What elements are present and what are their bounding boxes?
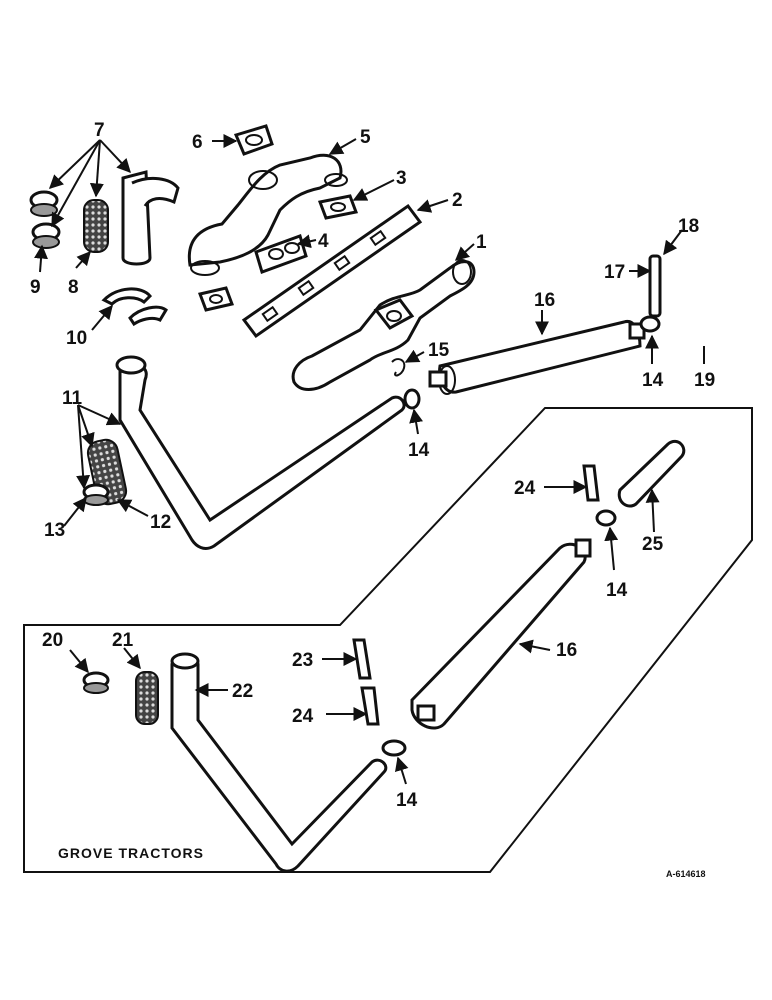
part-16-muffler-top — [428, 319, 646, 395]
callout-18: 18 — [678, 216, 699, 237]
part-8-screen — [83, 199, 109, 253]
callout-20: 20 — [42, 630, 63, 651]
callout-24-a: 24 — [514, 478, 536, 499]
inset-border — [23, 407, 753, 873]
callout-13: 13 — [44, 520, 65, 541]
part-25-pipe — [617, 439, 686, 508]
callout-5: 5 — [360, 127, 371, 148]
callout-1: 1 — [476, 232, 487, 253]
part-14-clamp-inset-lower — [381, 739, 407, 757]
part-3-gasket — [317, 194, 359, 220]
part-24-bracket-upper — [582, 464, 600, 502]
callout-17: 17 — [604, 262, 625, 283]
part-11-exhaust-pipe — [115, 355, 406, 550]
callout-14-b: 14 — [642, 370, 664, 391]
part-21-screen — [135, 671, 159, 725]
part-14-clamp-right — [639, 315, 661, 333]
part-16-muffler-inset — [410, 538, 592, 730]
part-22-pipe — [170, 652, 388, 873]
callout-7: 7 — [94, 120, 105, 141]
part-10-brackets — [101, 287, 168, 327]
leader-lines — [34, 134, 705, 785]
callout-4: 4 — [318, 231, 329, 252]
part-gasket-small — [197, 286, 235, 312]
part-17-tube — [648, 254, 662, 318]
part-9-clamp — [31, 222, 61, 249]
part-23-bracket — [352, 638, 372, 680]
part-4-gasket — [254, 234, 308, 274]
callout-21: 21 — [112, 630, 134, 651]
callout-14-d: 14 — [396, 790, 418, 811]
inset-caption: GROVE TRACTORS — [58, 845, 204, 861]
part-7-clamp-upper — [29, 190, 59, 217]
callout-25: 25 — [642, 534, 664, 555]
callout-22: 22 — [232, 681, 253, 702]
callout-16-b: 16 — [556, 640, 577, 661]
callout-6: 6 — [192, 132, 203, 153]
part-14-clamp-left — [403, 388, 421, 410]
callout-3: 3 — [396, 168, 407, 189]
callout-24-b: 24 — [292, 706, 314, 727]
callout-9: 9 — [30, 277, 41, 298]
part-6-gasket — [233, 124, 274, 156]
callout-14-a: 14 — [408, 440, 430, 461]
part-1-exhaust-manifold — [291, 259, 476, 391]
part-20-clamp — [82, 671, 110, 694]
part-15-clip — [391, 358, 406, 377]
part-5-manifold — [187, 153, 348, 276]
callout-23: 23 — [292, 650, 313, 671]
part-7-muffler-pipe — [121, 170, 180, 266]
part-24-bracket-lower — [360, 686, 380, 726]
part-2-gasket — [241, 203, 423, 339]
callout-8: 8 — [68, 277, 79, 298]
part-14-clamp-inset-upper — [595, 509, 617, 527]
callout-14-c: 14 — [606, 580, 628, 601]
callout-10: 10 — [66, 328, 87, 349]
callout-12: 12 — [150, 512, 171, 533]
callout-15: 15 — [428, 340, 450, 361]
callout-19: 19 — [694, 370, 715, 391]
callout-11: 11 — [62, 388, 83, 409]
part-13-clamp — [82, 483, 110, 506]
callout-16-a: 16 — [534, 290, 555, 311]
callout-2: 2 — [452, 190, 463, 211]
drawing-number: A-614618 — [666, 869, 706, 879]
